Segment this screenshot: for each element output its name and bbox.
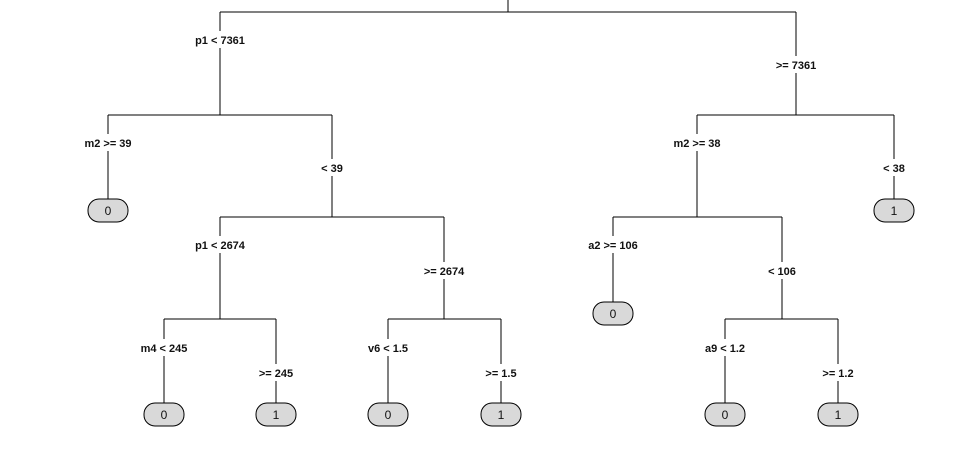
split-label-g-right: >= 1.2 (822, 368, 853, 380)
tree-edges (107, 0, 895, 403)
leaf-node: 1 (480, 402, 522, 427)
split-label-e-right: < 38 (883, 163, 905, 175)
leaf-nodes: 0 0 1 0 1 1 0 0 (87, 198, 915, 427)
split-label-c-right: >= 245 (259, 368, 293, 380)
leaf-shape (704, 402, 746, 427)
leaf-label: 1 (891, 204, 898, 218)
split-label-e-left: m2 >= 38 (673, 138, 720, 150)
leaf-label: 0 (722, 408, 729, 422)
split-label-c-left: m4 < 245 (141, 343, 188, 355)
leaf-node: 0 (592, 301, 634, 326)
split-label-root-left: p1 < 7361 (195, 35, 245, 47)
leaf-node: 1 (873, 198, 915, 223)
leaf-shape (873, 198, 915, 223)
leaf-shape (367, 402, 409, 427)
leaf-shape (480, 402, 522, 427)
split-label-a-left: m2 >= 39 (84, 138, 131, 150)
leaf-node: 0 (704, 402, 746, 427)
leaf-shape (255, 402, 297, 427)
leaf-node: 0 (143, 402, 185, 427)
leaf-node: 1 (817, 402, 859, 427)
split-label-f-right: < 106 (768, 266, 796, 278)
leaf-node: 0 (87, 198, 129, 223)
split-label-root-right: >= 7361 (776, 60, 816, 72)
leaf-shape (817, 402, 859, 427)
leaf-node: 1 (255, 402, 297, 427)
split-label-f-left: a2 >= 106 (588, 240, 638, 252)
split-labels: p1 < 7361 >= 7361 m2 >= 39 < 39 p1 < 267… (84, 35, 904, 380)
leaf-shape (87, 198, 129, 223)
leaf-label: 1 (835, 408, 842, 422)
split-label-d-right: >= 1.5 (485, 368, 516, 380)
leaf-label: 0 (105, 204, 112, 218)
split-label-a-right: < 39 (321, 163, 343, 175)
split-label-g-left: a9 < 1.2 (705, 343, 745, 355)
split-label-b-left: p1 < 2674 (195, 240, 246, 252)
leaf-shape (592, 301, 634, 326)
leaf-label: 1 (498, 408, 505, 422)
split-label-d-left: v6 < 1.5 (368, 343, 408, 355)
leaf-shape (143, 402, 185, 427)
leaf-label: 0 (610, 307, 617, 321)
leaf-label: 0 (385, 408, 392, 422)
leaf-label: 0 (161, 408, 168, 422)
leaf-node: 0 (367, 402, 409, 427)
leaf-label: 1 (273, 408, 280, 422)
split-label-b-right: >= 2674 (424, 266, 465, 278)
